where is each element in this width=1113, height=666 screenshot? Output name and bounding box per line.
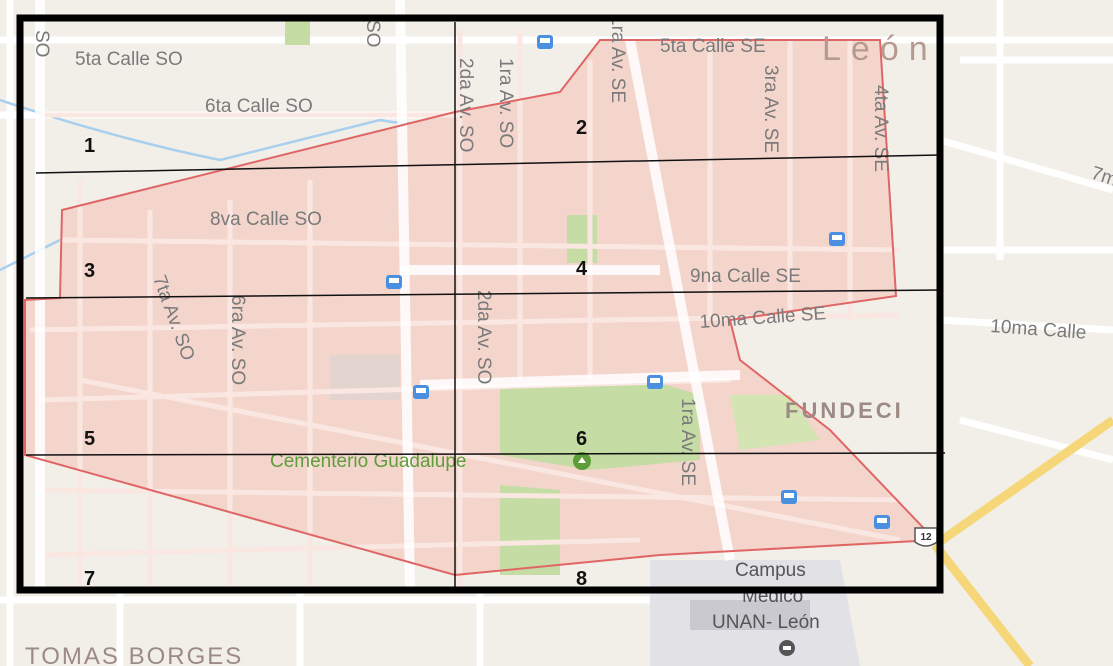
street-2da-av-so-mid: 2da Av. SO — [473, 290, 494, 384]
street-9na-calle-se: 9na Calle SE — [690, 266, 801, 287]
street-2da-av-so-top: 2da Av. SO — [455, 58, 476, 152]
highway-shield-label: 12 — [920, 532, 932, 543]
street-1ra-av-so: 1ra Av. SO — [495, 58, 516, 148]
bus-stop-icon[interactable] — [829, 232, 845, 246]
bus-stops — [386, 35, 890, 529]
bus-stop-icon[interactable] — [413, 385, 429, 399]
highway — [931, 416, 1113, 666]
street-5ta-calle-se: 5ta Calle SE — [660, 36, 766, 57]
parks — [285, 15, 820, 575]
street-6ra-av-so: 6ra Av. SO — [227, 295, 248, 385]
grid-lines — [25, 22, 946, 590]
inner-streets — [29, 30, 901, 590]
city-label: León — [822, 30, 938, 68]
bus-stop-icon[interactable] — [386, 275, 402, 289]
bus-stop-icon[interactable] — [647, 375, 663, 389]
bus-stop-icon[interactable] — [874, 515, 890, 529]
study-area-boundary — [24, 39, 938, 577]
highway-shield-icon: 12 — [914, 527, 938, 547]
neighborhood-label: TOMAS BORGES — [25, 643, 243, 666]
bus-stop-icon[interactable] — [781, 490, 797, 504]
street-4ta-av-se: 4ta Av. SE — [870, 85, 891, 172]
zone-label-5: 5 — [84, 428, 95, 450]
study-frame — [16, 14, 944, 594]
university-pin-icon — [779, 640, 795, 656]
zone-label-2: 2 — [576, 117, 587, 139]
bus-stop-icon[interactable] — [537, 35, 553, 49]
district-label: FUNDECI — [785, 398, 904, 423]
zone-label-7: 7 — [84, 568, 95, 590]
street-so-top: SO — [362, 20, 383, 47]
zone-labels: 1 2 3 4 5 6 7 8 — [84, 117, 588, 590]
zone-label-8: 8 — [576, 568, 587, 590]
street-1ra-av-se-bottom: 1ra Av. SE — [677, 398, 698, 486]
zone-label-1: 1 — [84, 135, 95, 157]
street-3ra-av-se: 3ra Av. SE — [760, 65, 781, 153]
street-5ta-calle-so: 5ta Calle SO — [75, 49, 183, 70]
street-so-left: SO — [31, 30, 52, 57]
zone-label-3: 3 — [84, 260, 95, 282]
cemetery-pin-icon — [573, 452, 591, 470]
zone-label-4: 4 — [576, 258, 588, 280]
campus-building — [690, 600, 810, 630]
zone-label-6: 6 — [576, 428, 587, 450]
campus-label-line3: UNAN- León — [712, 612, 820, 633]
river-branch — [0, 238, 61, 272]
street-6ta-calle-so: 6ta Calle SO — [205, 96, 313, 117]
main-streets — [35, 0, 741, 591]
cemetery-label: Cementerio Guadalupe — [270, 451, 466, 472]
street-1ra-av-se-top: 1ra Av. SE — [607, 15, 628, 103]
campus-label-line1: Campus — [735, 560, 806, 581]
street-8va-calle-so: 8va Calle SO — [210, 209, 322, 230]
